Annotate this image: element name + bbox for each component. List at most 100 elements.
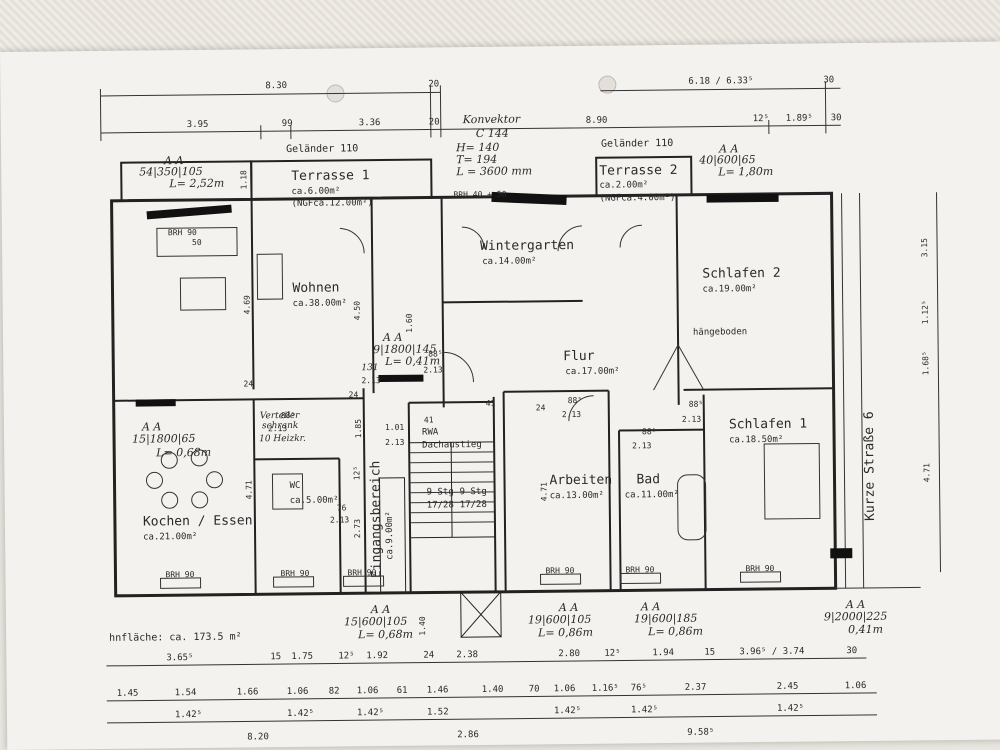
dim-bot2-3: 1.66 (236, 687, 259, 698)
dim-bot1-4: 12⁵ (338, 651, 355, 662)
dim-top-830: 8.30 (265, 80, 288, 92)
dim-213-f: 2.13 (632, 441, 652, 451)
wintergarten-label: Wintergarten (479, 238, 575, 254)
dim-bot1-12: 3.96⁵ / 3.74 (739, 646, 805, 658)
dim-160: 1.60 (404, 313, 414, 333)
schlafen2-area: ca.19.00m² (702, 284, 757, 295)
terrasse2-label: Terrasse 2 (599, 162, 678, 179)
dim-top-336: 3.36 (358, 118, 381, 129)
dim-bot2-12: 1.16⁵ (591, 683, 619, 694)
dim-bot1-10: 1.94 (652, 647, 675, 659)
dim-24-a: 24 (243, 379, 254, 389)
dim-185: 1.85 (353, 418, 364, 439)
floor-plan-sheet: 8.30 20 6.18 / 6.33⁵ 30 3.95 99 3.36 20 … (0, 41, 1000, 750)
dim-bot3-3: 1.42⁵ (356, 708, 385, 719)
dim-top-395: 3.95 (186, 119, 209, 131)
kochen-label: Kochen / Essen (142, 513, 253, 530)
wintergarten-area: ca.14.00m² (482, 256, 537, 267)
dim-bot4-2: 2.86 (457, 730, 479, 741)
dim-213-h: 2.13 (329, 515, 350, 525)
dim-bot1-2: 15 (270, 652, 282, 663)
stairs-left: 9 Stg (426, 487, 454, 498)
dim-bot2-16: 1.06 (844, 680, 867, 692)
aa8-length: 0,41m (848, 622, 884, 637)
dim-top-20a: 20 (428, 79, 440, 90)
dim-bot2-9: 1.40 (481, 684, 504, 695)
gelaender-right: Geländer 110 (600, 137, 674, 150)
dim-131: 131 (361, 363, 379, 374)
dim-bot1-1: 3.65⁵ (166, 653, 194, 664)
dim-line-right (936, 192, 941, 573)
aa2-length: L= 1,80m (718, 164, 774, 179)
dim-315: 3.15 (919, 238, 930, 258)
dim-bot2-8: 1.46 (426, 685, 449, 696)
dim-140: 1.40 (417, 616, 428, 636)
dim-469: 4.69 (242, 295, 252, 315)
dim-bot2-4: 1.06 (286, 686, 309, 698)
dim-bot2-15: 2.45 (776, 681, 799, 692)
dim-bot2-13: 76⁵ (630, 683, 648, 694)
arbeiten-area: ca.13.00m² (549, 490, 604, 502)
dim-88-e: 88⁵ (688, 399, 704, 409)
haengeboden-label: hängeboden (692, 327, 748, 338)
aa4-spec: 15|1800|65 (131, 431, 196, 446)
schlafen1-area: ca.18.50m² (729, 434, 784, 446)
arbeiten-label: Arbeiten (549, 472, 613, 489)
dim-bot3-1: 1.42⁵ (174, 709, 203, 721)
bad-area: ca.11.00m² (624, 489, 679, 501)
dim-bot4-1: 8.20 (247, 732, 269, 743)
dim-471-a: 4.71 (244, 480, 254, 500)
terrasse2-area: ca.2.00m² (599, 180, 649, 191)
dim-bot1-6: 24 (423, 650, 435, 661)
wohnen-label: Wohnen (292, 280, 340, 296)
rwa-label: RWA (421, 427, 439, 438)
terrasse1-box (250, 158, 433, 201)
wohnflaeche-label: hnfläche: ca. 173.5 m² (109, 631, 242, 644)
dim-88-a: 88⁵ (428, 349, 443, 359)
aa7-length: L= 0,86m (648, 624, 704, 639)
brh90-arbeiten: BRH 90 (545, 566, 575, 576)
kurze-strasse-label: Kurze Straße 6 (861, 411, 878, 521)
konvektor-label: Konvektor (462, 112, 521, 127)
dim-top-99: 99 (281, 118, 293, 130)
dim-213-d: 2.13 (267, 424, 288, 434)
dim-76: 76 (336, 503, 347, 513)
brh90-wc: BRH 90 (280, 568, 310, 579)
circle-41-a: 41 (423, 415, 434, 425)
dim-bot3-7: 1.42⁵ (776, 703, 805, 714)
dim-273: 2.73 (352, 518, 363, 539)
dim-88-c: 88⁵ (567, 395, 583, 406)
dim-168: 1.68⁵ (921, 351, 931, 376)
dim-bot1-7: 2.38 (456, 650, 479, 661)
terrasse1-label: Terrasse 1 (291, 168, 370, 184)
schlafen2-label: Schlafen 2 (702, 265, 781, 282)
dim-88-b: 88⁵ (280, 410, 296, 421)
dim-bot2-1: 1.45 (116, 688, 139, 699)
dim-top-618: 6.18 / 6.33⁵ (688, 76, 754, 87)
stairs-right-ratio: 17/28 (459, 499, 487, 511)
aa7-spec: 19|600|185 (633, 611, 698, 626)
wc-label: WC (289, 480, 301, 491)
dim-118: 1.18 (239, 170, 249, 190)
brh90-kochen: BRH 90 (165, 569, 195, 580)
dim-bot2-6: 1.06 (356, 686, 379, 697)
dim-bot3-4: 1.52 (426, 707, 449, 718)
dim-112: 1.12⁵ (920, 300, 930, 325)
wc-area: ca.5.00m² (289, 495, 339, 506)
brh90-eingang: BRH 90 (347, 568, 377, 578)
konvektor-type: C 144 (475, 126, 509, 141)
aa1-length: L= 2,52m (169, 176, 225, 191)
dim-bot1-11: 15 (704, 647, 716, 658)
stairs-left-ratio: 17/28 (426, 500, 454, 511)
dim-24-b: 24 (348, 390, 359, 400)
brh90-schlafen1: BRH 90 (745, 563, 775, 574)
dim-101: 1.01 (384, 422, 405, 432)
dim-line-top-1 (100, 91, 441, 97)
dim-top-30a: 30 (823, 75, 835, 86)
circle-41-b: 41 (485, 398, 496, 408)
dim-24-c: 24 (535, 403, 546, 413)
dim-213-c: 2.13 (385, 437, 405, 447)
dim-bot1-8: 2.80 (558, 648, 581, 660)
flur-label: Flur (563, 348, 595, 365)
terrasse2-box (595, 155, 693, 197)
